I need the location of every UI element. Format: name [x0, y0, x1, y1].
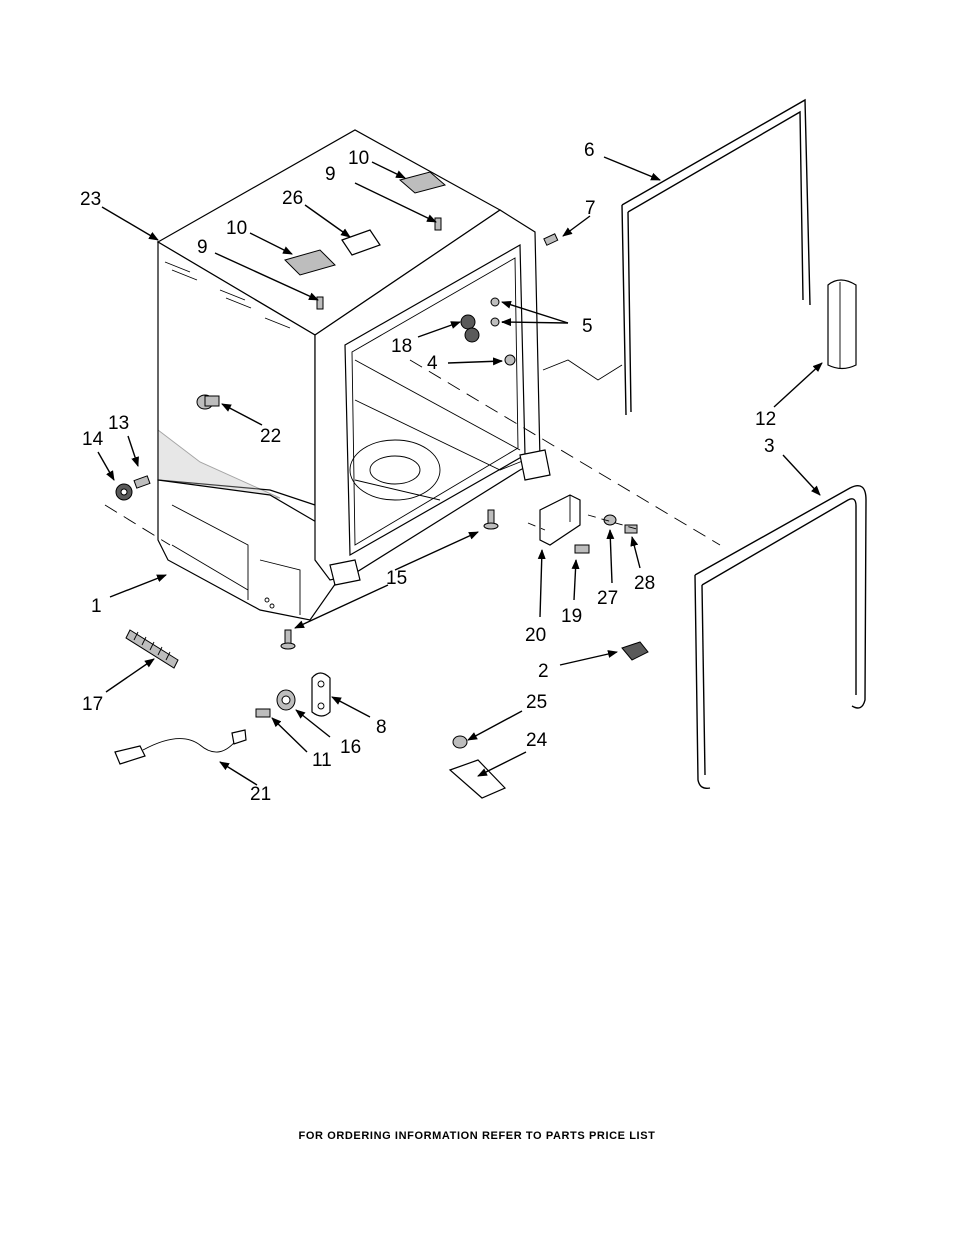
- label-16: 16: [340, 737, 361, 758]
- label-26: 26: [282, 188, 303, 209]
- vent-sleeve-12: [828, 280, 856, 369]
- label-17: 17: [82, 694, 103, 715]
- label-18: 18: [391, 336, 412, 357]
- label-12: 12: [755, 409, 776, 430]
- label-20: 20: [525, 625, 546, 646]
- label-4: 4: [427, 353, 438, 374]
- label-15: 15: [386, 568, 407, 589]
- label-14: 14: [82, 429, 104, 450]
- label-10-right: 10: [348, 148, 369, 169]
- label-21: 21: [250, 784, 271, 805]
- label-10-left: 10: [226, 218, 247, 239]
- ordering-information-footer: FOR ORDERING INFORMATION REFER TO PARTS …: [0, 1130, 954, 1142]
- label-2: 2: [538, 661, 549, 682]
- label-28: 28: [634, 573, 655, 594]
- label-23: 23: [80, 189, 101, 210]
- label-5: 5: [582, 316, 593, 337]
- label-25: 25: [526, 692, 547, 713]
- label-9-left: 9: [197, 237, 208, 258]
- label-11: 11: [312, 750, 332, 771]
- label-6: 6: [584, 140, 595, 161]
- door-seal-6: [622, 100, 810, 415]
- label-27: 27: [597, 588, 618, 609]
- label-1: 1: [91, 596, 102, 617]
- label-19: 19: [561, 606, 582, 627]
- label-24: 24: [526, 730, 548, 751]
- label-22: 22: [260, 426, 281, 447]
- label-3: 3: [764, 436, 775, 457]
- label-8: 8: [376, 717, 387, 738]
- label-9-right: 9: [325, 164, 336, 185]
- label-7: 7: [585, 198, 596, 219]
- tub-assembly: [158, 130, 550, 620]
- label-13: 13: [108, 413, 129, 434]
- tub-gasket-3: [695, 486, 866, 789]
